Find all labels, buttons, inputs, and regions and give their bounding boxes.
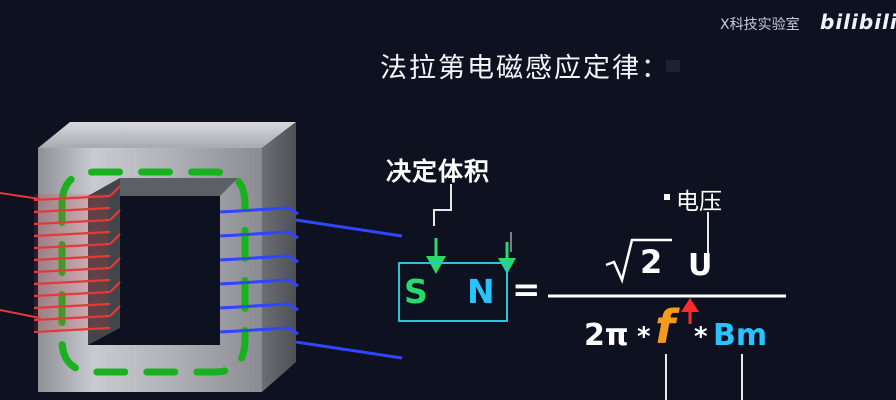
formula-multiply-1: * <box>637 322 651 352</box>
determine-volume-label: 决定体积 <box>386 157 491 186</box>
primary-lead-bottom <box>0 309 41 319</box>
formula-2pi: 2π <box>584 318 629 353</box>
secondary-lead-bottom <box>295 340 403 360</box>
f-up-arrow <box>681 298 699 324</box>
bilibili-logo: bilibili <box>820 10 896 34</box>
channel-watermark: X科技实验室 <box>720 17 800 33</box>
core-window-inner <box>88 178 238 196</box>
primary-coil <box>33 185 121 334</box>
core-top-face <box>38 122 296 148</box>
sn-formula-box <box>398 262 508 322</box>
formula-sqrt-value: 2 <box>640 243 663 281</box>
primary-lead-top <box>0 192 41 200</box>
voltage-label: 电压 <box>676 189 722 215</box>
secondary-coil <box>219 206 299 336</box>
formula-bm: Bm <box>713 318 768 353</box>
title-cursor-mark <box>666 60 680 72</box>
formula-equals: = <box>512 270 541 310</box>
formula-multiply-2: * <box>694 322 708 352</box>
s-arrow <box>426 238 446 274</box>
formula-f: f <box>655 300 676 354</box>
formula-n: N <box>467 272 495 311</box>
slide-title: 法拉第电磁感应定律： <box>380 53 670 84</box>
voltage-bullet-icon <box>664 194 670 200</box>
label-connector <box>433 184 452 226</box>
secondary-lead-top <box>295 218 403 238</box>
formula-s: S <box>404 272 428 311</box>
sqrt-sign <box>605 238 672 284</box>
formula-u: U <box>688 248 713 283</box>
flux-path <box>58 168 249 376</box>
